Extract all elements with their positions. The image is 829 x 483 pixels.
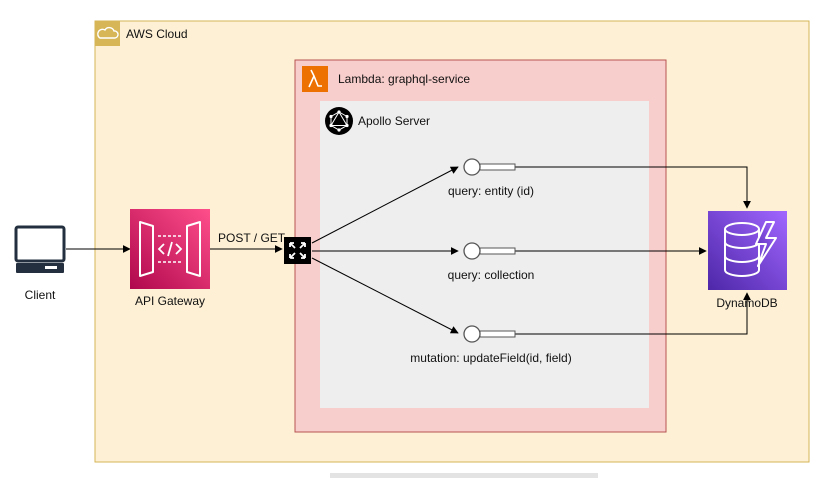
edge-label-post-get: POST / GET <box>218 231 286 245</box>
router-node[interactable] <box>284 237 311 264</box>
api-gateway-label: API Gateway <box>135 294 205 308</box>
monitor-icon <box>14 225 66 273</box>
horizontal-scrollbar[interactable] <box>330 473 598 478</box>
api-gateway-node[interactable]: API Gateway <box>130 209 210 308</box>
client-node[interactable]: Client <box>14 225 66 302</box>
dynamodb-node[interactable]: DynamoDB <box>708 211 787 310</box>
resolver-label: query: entity (id) <box>448 184 534 198</box>
client-label: Client <box>25 288 56 302</box>
apollo-label: Apollo Server <box>358 114 430 128</box>
api-gateway-icon <box>130 209 210 289</box>
aws-cloud-label: AWS Cloud <box>126 27 188 41</box>
resolver-mutation[interactable]: mutation: updateField(id, field) <box>410 325 572 365</box>
edges <box>66 166 751 335</box>
edge-mutation-to-dynamodb <box>515 292 751 335</box>
lambda-icon <box>302 66 328 92</box>
resolver-label: query: collection <box>448 268 535 282</box>
edge-entity-to-dynamodb <box>515 166 751 209</box>
dynamodb-icon <box>708 211 787 290</box>
router-icon <box>284 237 311 264</box>
apollo-group: Apollo Server <box>320 101 649 408</box>
resolver-label: mutation: updateField(id, field) <box>410 351 571 365</box>
graphql-icon <box>325 107 353 135</box>
resolver-socket-icon <box>463 158 516 176</box>
resolver-socket-icon <box>463 325 516 343</box>
resolver-entity[interactable]: query: entity (id) <box>448 158 534 198</box>
cloud-icon <box>95 21 120 46</box>
resolver-socket-icon <box>463 242 516 260</box>
lambda-label: Lambda: graphql-service <box>338 72 470 86</box>
edge-router-to-entity <box>311 166 459 244</box>
resolver-collection[interactable]: query: collection <box>448 242 535 282</box>
edge-router-to-mutation <box>311 257 459 334</box>
dynamodb-label: DynamoDB <box>716 296 777 310</box>
